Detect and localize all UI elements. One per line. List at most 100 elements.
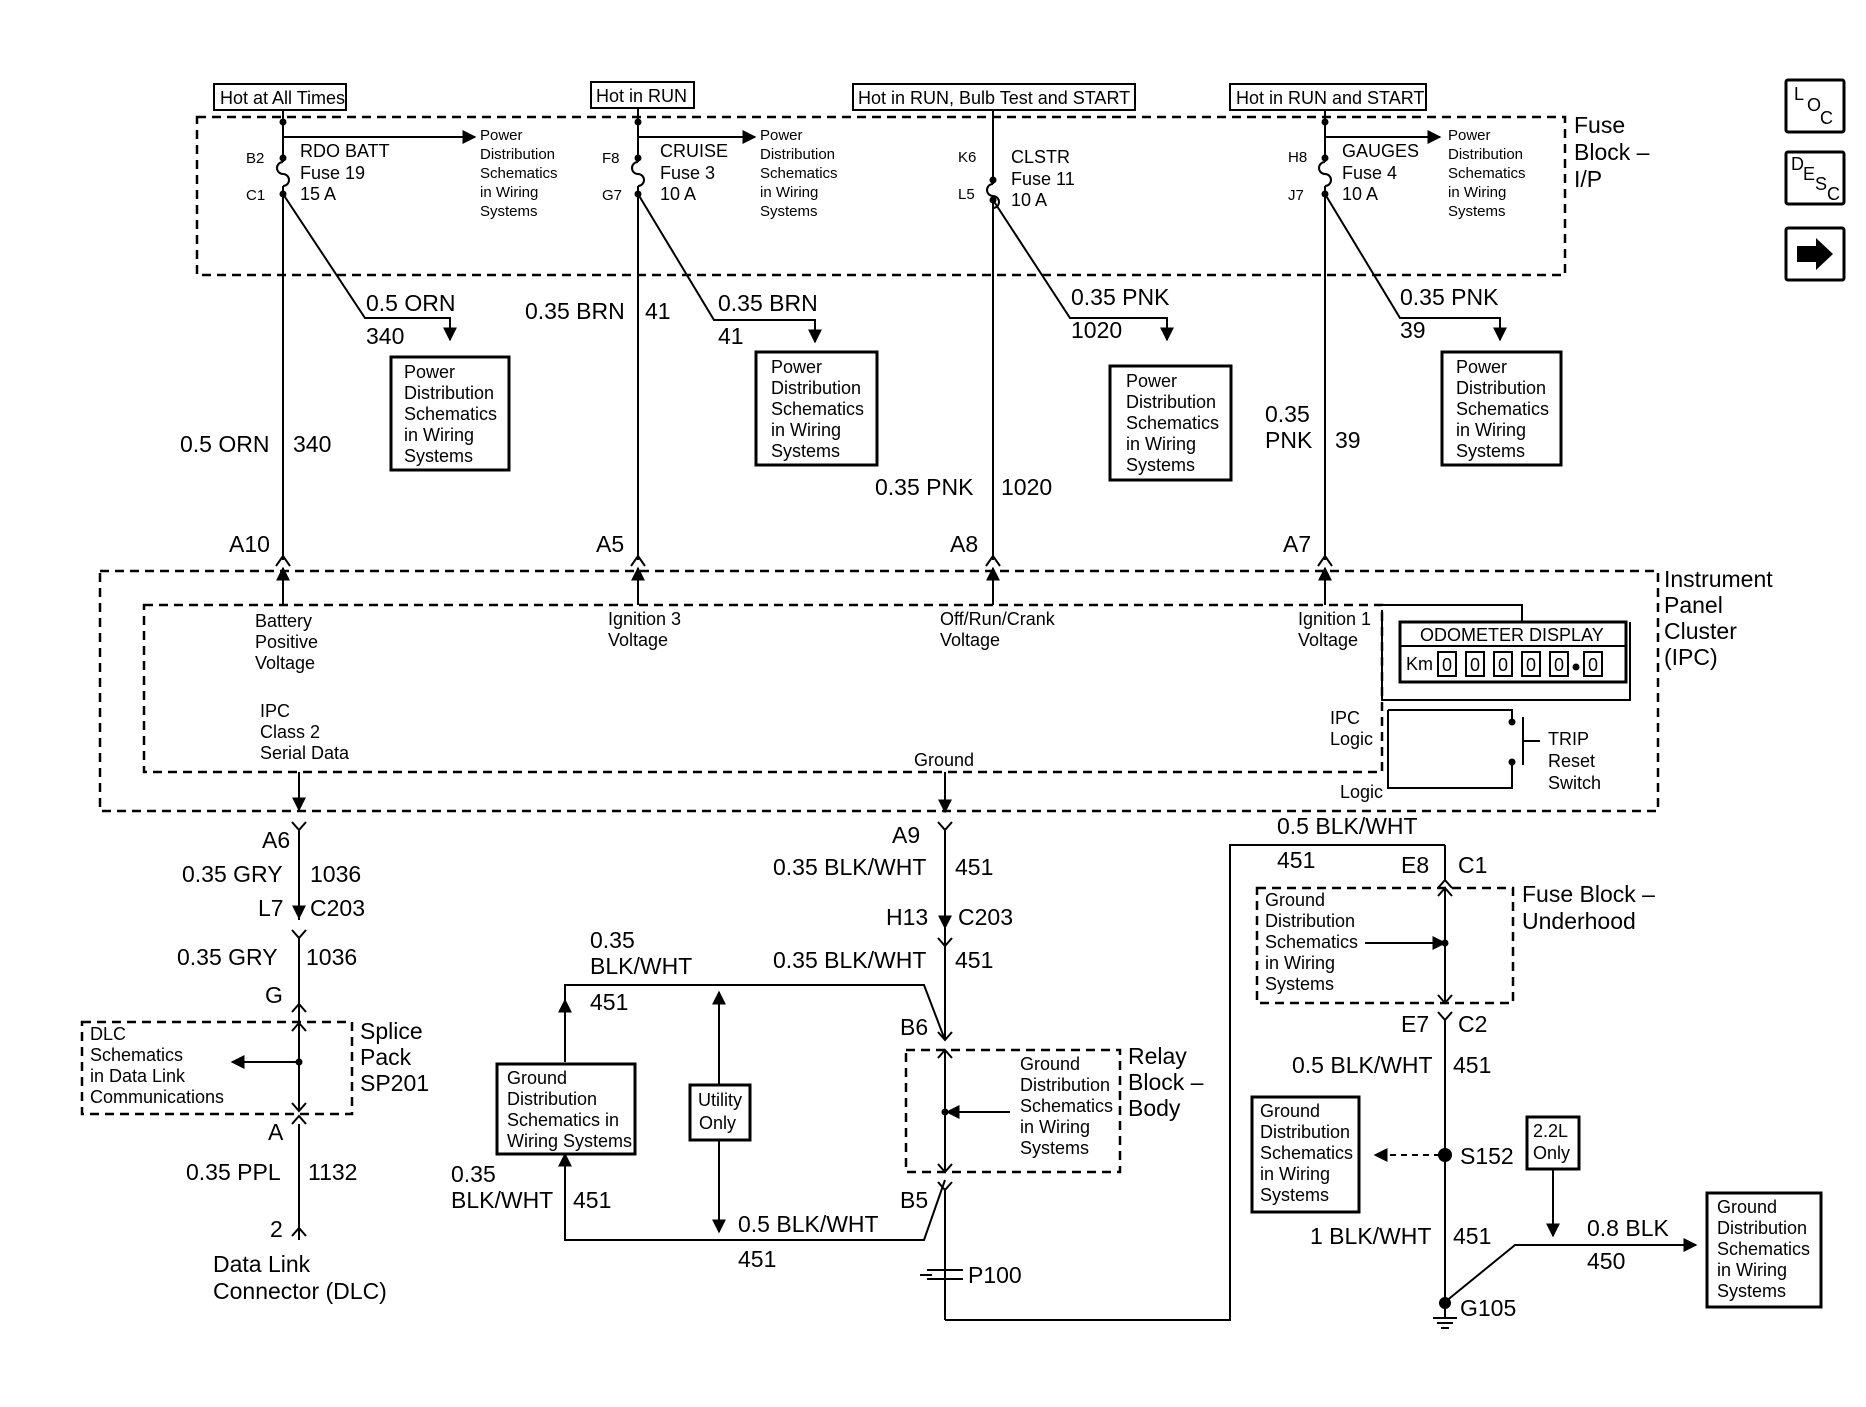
svg-text:340: 340 [366,323,404,349]
svg-text:Fuse 4: Fuse 4 [1342,163,1397,183]
svg-text:1132: 1132 [308,1159,357,1185]
odometer-digit: 0 [1470,655,1480,675]
svg-text:Schematics: Schematics [760,165,838,182]
svg-text:H8: H8 [1288,149,1307,166]
ground-dist-box-g105[interactable] [1705,1191,1823,1309]
svg-text:Distribution: Distribution [1126,392,1216,412]
svg-text:Systems: Systems [1265,974,1334,994]
svg-text:Connector (DLC): Connector (DLC) [213,1278,387,1304]
svg-text:Ignition 3: Ignition 3 [608,609,681,629]
svg-text:340: 340 [293,431,331,457]
power-dist-box-2[interactable] [754,350,879,467]
svg-text:Fuse: Fuse [1574,112,1625,138]
svg-text:Schematics: Schematics [90,1045,183,1065]
svg-text:Switch: Switch [1548,773,1601,793]
svg-text:Schematics: Schematics [1717,1239,1810,1259]
splice-pack-outline [80,1020,354,1116]
svg-text:0.35 GRY: 0.35 GRY [177,944,278,970]
header-hot-run-start: Hot in RUN and START [1236,88,1424,108]
utility-only-box [688,1083,752,1142]
svg-text:Power: Power [480,127,523,144]
svg-text:Ground: Ground [1020,1054,1080,1074]
svg-text:Fuse 11: Fuse 11 [1011,169,1075,189]
odometer-digit-cell [1549,651,1569,677]
svg-text:A10: A10 [229,531,270,557]
svg-text:in Wiring: in Wiring [1260,1164,1330,1184]
svg-text:in Wiring: in Wiring [1448,184,1506,201]
svg-text:C1: C1 [246,187,265,204]
odometer-digit: 0 [1442,655,1452,675]
svg-text:G105: G105 [1460,1295,1516,1321]
svg-text:B5: B5 [900,1187,928,1213]
next-button[interactable] [1784,226,1846,282]
svg-text:E7: E7 [1401,1011,1429,1037]
svg-text:Distribution: Distribution [760,146,835,163]
svg-text:L5: L5 [958,186,975,203]
svg-text:F8: F8 [602,150,620,167]
dlc-branch: A6 0.35 GRY 1036 L7 C203 0.35 GRY 1036 G… [80,772,429,1304]
svg-text:Systems: Systems [760,203,818,220]
svg-text:H13: H13 [886,904,928,930]
svg-text:C203: C203 [310,895,365,921]
svg-text:39: 39 [1400,317,1426,343]
svg-text:L7: L7 [258,895,284,921]
only-2-2l-box [1525,1115,1581,1171]
svg-text:1036: 1036 [310,861,361,887]
svg-text:IPC: IPC [260,701,290,721]
svg-text:0.35: 0.35 [1265,401,1310,427]
svg-text:Underhood: Underhood [1522,908,1636,934]
power-dist-box-4[interactable] [1440,350,1563,467]
ipc-title: Instrument Panel Cluster (IPC) [1664,566,1773,670]
svg-text:A8: A8 [950,531,978,557]
ground-dist-box-s152[interactable] [1250,1095,1361,1214]
svg-text:1020: 1020 [1001,474,1052,500]
power-dist-box-1[interactable] [389,355,511,472]
power-dist-box-3[interactable] [1108,364,1233,482]
svg-text:in Data Link: in Data Link [90,1066,186,1086]
svg-text:2.2L: 2.2L [1533,1121,1568,1141]
svg-text:Class 2: Class 2 [260,722,320,742]
svg-text:Distribution: Distribution [1448,146,1523,163]
svg-text:C: C [1827,184,1840,204]
svg-text:C: C [1820,108,1833,128]
desc-button[interactable]: D E S C [1784,150,1846,206]
svg-text:(IPC): (IPC) [1664,644,1718,670]
svg-text:Distribution: Distribution [1020,1075,1110,1095]
odometer-title: ODOMETER DISPLAY [1420,625,1604,645]
svg-text:Schematics: Schematics [1265,932,1358,952]
svg-text:451: 451 [955,947,993,973]
svg-text:Schematics: Schematics [1456,399,1549,419]
svg-text:Only: Only [699,1113,736,1133]
svg-text:Body: Body [1128,1095,1181,1121]
odometer-unit: Km [1406,654,1433,674]
ground-mid-branch: A9 0.35 BLK/WHT 451 H13 C203 0.35 BLK/WH… [451,772,1445,1321]
svg-text:Voltage: Voltage [608,630,668,650]
svg-text:0.35 PPL: 0.35 PPL [186,1159,281,1185]
svg-text:Systems: Systems [1717,1281,1786,1301]
svg-text:L: L [1794,84,1804,104]
svg-text:0.35 PNK: 0.35 PNK [875,474,974,500]
svg-text:Power: Power [404,362,455,382]
svg-text:0.5 ORN: 0.5 ORN [366,290,455,316]
svg-text:GAUGES: GAUGES [1342,141,1419,161]
ipc-connector-pins: A10 A5 A8 A7 [229,531,1333,605]
fuse-block-ip-outline [195,115,1567,277]
svg-text:Distribution: Distribution [507,1089,597,1109]
svg-text:in Wiring: in Wiring [1126,434,1196,454]
svg-text:I/P: I/P [1574,166,1602,192]
power-headers: Hot at All Times Hot in RUN Hot in RUN, … [213,81,1427,111]
svg-text:Utility: Utility [698,1090,742,1110]
svg-text:Ignition 1: Ignition 1 [1298,609,1371,629]
svg-text:Systems: Systems [1020,1138,1089,1158]
svg-text:1 BLK/WHT: 1 BLK/WHT [1310,1223,1431,1249]
svg-text:in Wiring: in Wiring [1265,953,1335,973]
svg-text:A: A [268,1119,284,1145]
svg-text:Voltage: Voltage [940,630,1000,650]
svg-text:Systems: Systems [1448,203,1506,220]
header-hot-run-bulb-start: Hot in RUN, Bulb Test and START [858,88,1130,108]
svg-text:39: 39 [1335,427,1361,453]
loc-button[interactable]: L O C [1784,78,1846,134]
svg-text:Off/Run/Crank: Off/Run/Crank [940,609,1056,629]
header-box-all-times [213,83,347,111]
